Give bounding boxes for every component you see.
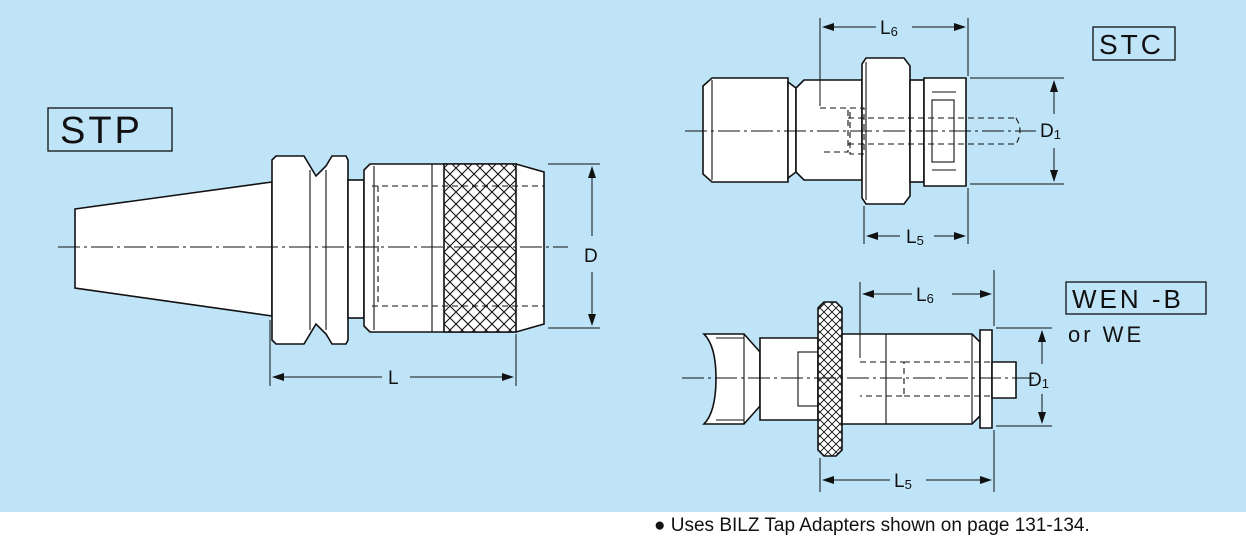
stp-neck (347, 179, 365, 319)
stc-shank (702, 77, 789, 183)
stc-label-box (1092, 26, 1176, 61)
stp-dimension-d: D (584, 246, 598, 267)
wen-adapter-drawing (682, 270, 1052, 492)
wen-knurled-disk (817, 301, 843, 457)
stp-holder-drawing (58, 155, 600, 386)
technical-drawing: STP D L (47, 18, 1207, 492)
stc-body (795, 79, 863, 181)
stp-label-box (47, 107, 173, 152)
stc-clamp-ring (923, 77, 967, 187)
stp-dimension-l: L (388, 368, 399, 389)
stc-dimension-d1: D1 (1040, 121, 1061, 142)
stc-dimension-l6: L6 (880, 18, 898, 39)
wen-label-box (1065, 281, 1207, 315)
stc-label: STC (1099, 29, 1164, 60)
stc-dimension-l5: L5 (906, 227, 924, 248)
wen-dimension-d1: D1 (1028, 370, 1049, 391)
wen-dimension-l6: L6 (916, 285, 934, 306)
wen-dimension-l5: L5 (894, 471, 912, 492)
wen-shank (702, 333, 761, 425)
wen-label: WEN -B (1072, 284, 1184, 314)
wen-or-we-label: or WE (1068, 322, 1144, 347)
wen-body (841, 333, 981, 425)
footnote-text: ● Uses BILZ Tap Adapters shown on page 1… (654, 515, 1090, 536)
stp-taper-shank (74, 181, 273, 317)
stp-knurled-sleeve (443, 163, 517, 333)
stc-adapter-drawing (685, 18, 1064, 244)
stp-label: STP (60, 110, 143, 152)
